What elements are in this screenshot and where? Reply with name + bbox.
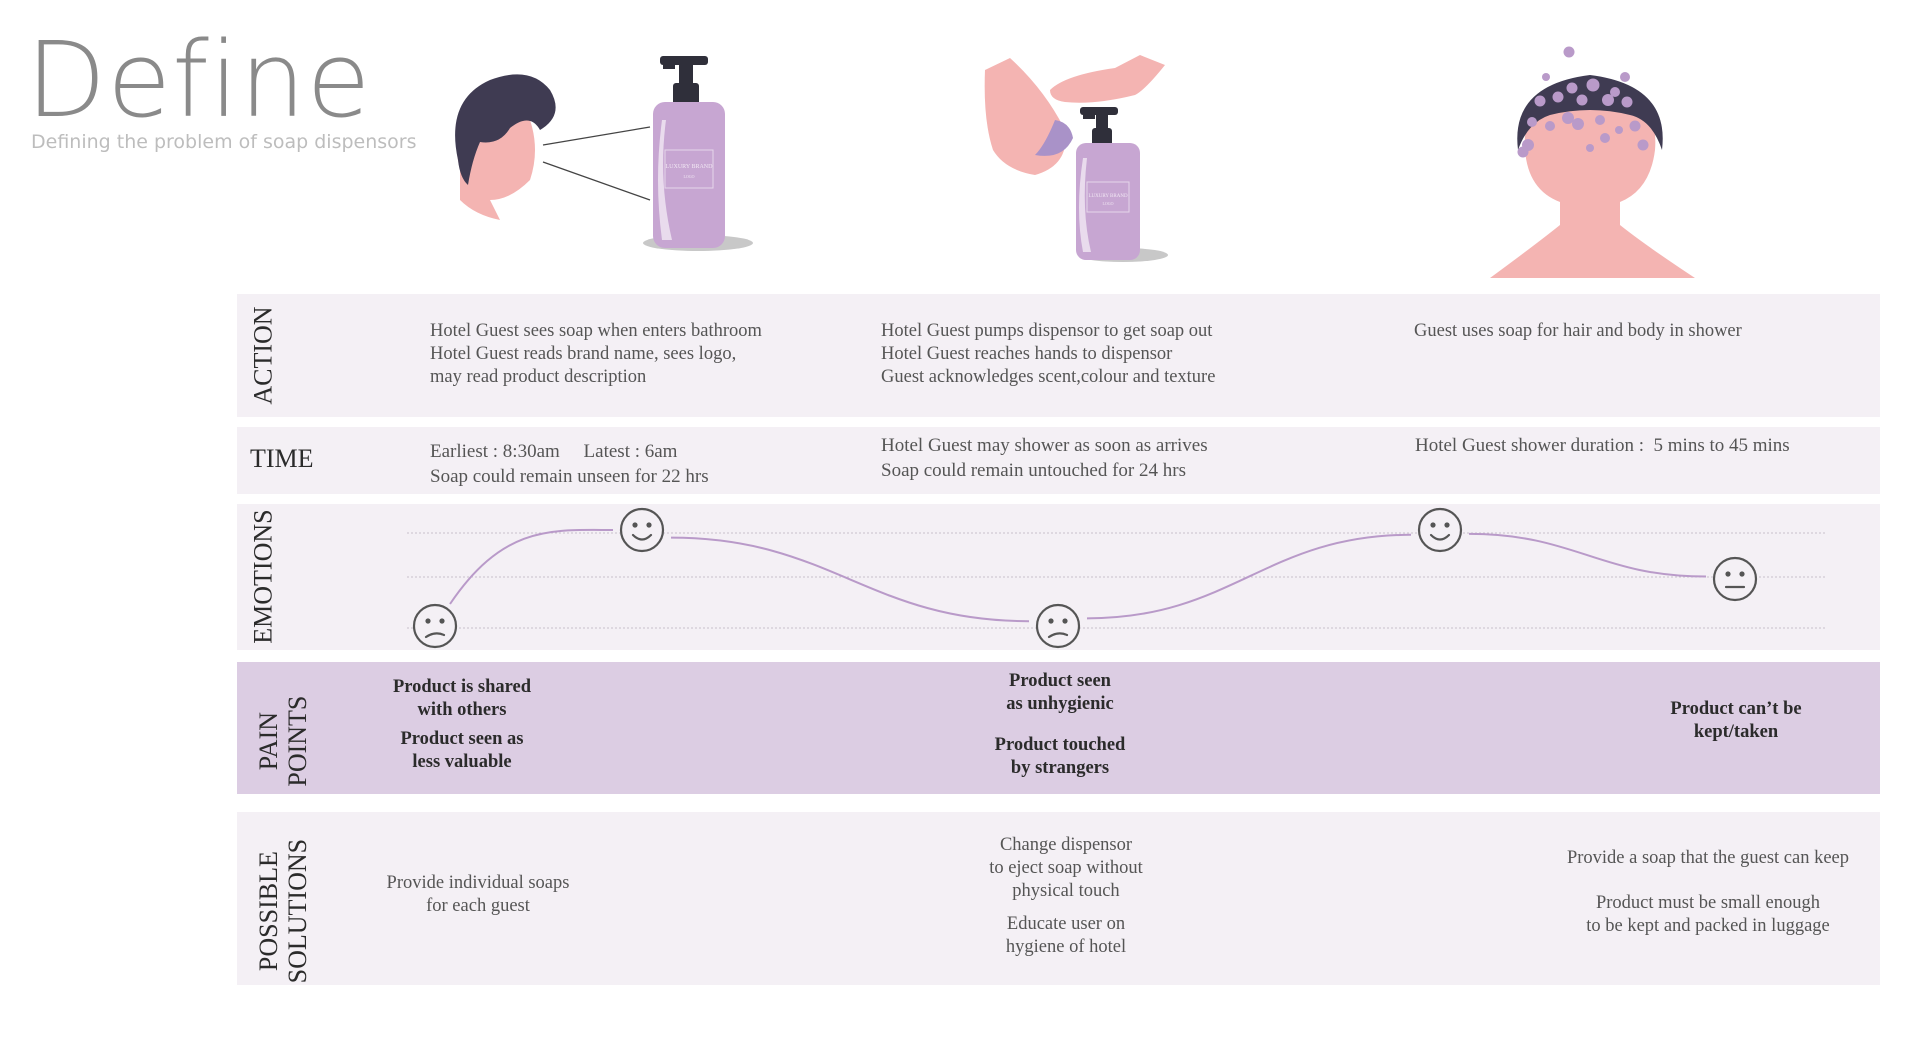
sad-face-icon (412, 603, 458, 649)
guest-pumps-dispenser-illustration: LUXURY BRAND LOGO (984, 55, 1168, 262)
time-row-label: TIME (250, 444, 314, 473)
pain-col1-b1: Product seen as (400, 729, 524, 749)
pain-col1-a2: with others (417, 700, 507, 720)
soap-bottle-icon: LUXURY BRAND LOGO (1076, 107, 1168, 262)
neutral-face-icon (1712, 556, 1758, 602)
solutions-col3-a1: Provide a soap that the guest can keep (1566, 848, 1850, 868)
action-col2-line2: Hotel Guest reaches hands to dispensor (881, 344, 1173, 364)
action-col2: Hotel Guest pumps dispensor to get soap … (881, 320, 1215, 389)
happy-face-icon (619, 507, 665, 553)
pain-col1: Product is shared with others Product se… (362, 676, 562, 774)
pain-col2-a1: Product seen (1009, 671, 1111, 691)
sad-face-icon (1035, 603, 1081, 649)
solutions-col2-a3: physical touch (1012, 881, 1120, 901)
emotion-curve-segment (449, 528, 614, 605)
time-col2-line1: Hotel Guest may shower as soon as arrive… (881, 435, 1208, 456)
action-col1-line2: Hotel Guest reads brand name, sees logo, (430, 344, 737, 364)
emotion-curve-segment (1086, 533, 1412, 620)
solutions-col2-b1: Educate user on (1006, 914, 1126, 934)
emotion-curve-segment (670, 536, 1030, 623)
action-col3-line1: Guest uses soap for hair and body in sho… (1414, 321, 1742, 341)
guest-head-icon (455, 74, 556, 220)
solutions-col2: Change dispensor to eject soap without p… (946, 834, 1186, 959)
guest-shower-illustration (1490, 46, 1695, 278)
action-row (237, 294, 1880, 417)
action-col2-line1: Hotel Guest pumps dispensor to get soap … (881, 321, 1213, 341)
svg-text:LOGO: LOGO (1102, 201, 1113, 206)
solutions-col1: Provide individual soaps for each guest (358, 872, 598, 918)
soap-foam-icon (1517, 46, 1649, 158)
action-col1: Hotel Guest sees soap when enters bathro… (430, 320, 762, 389)
happy-face-icon (1417, 507, 1463, 553)
action-col2-line3: Guest acknowledges scent,colour and text… (881, 367, 1216, 387)
guest-sees-bottle-illustration: LUXURY BRAND LOGO (455, 56, 753, 251)
soap-bottle-icon: LUXURY BRAND LOGO (643, 56, 753, 251)
solutions-col2-a1: Change dispensor (999, 835, 1133, 855)
time-col2-line2: Soap could remain untouched for 24 hrs (881, 460, 1186, 481)
time-col1-line1: Earliest : 8:30am Latest : 6am (430, 441, 678, 462)
hand-icon (984, 55, 1165, 175)
page-title: Define (26, 19, 372, 141)
page-subtitle: Defining the problem of soap dispensors (31, 131, 417, 153)
svg-text:LUXURY BRAND: LUXURY BRAND (1088, 194, 1128, 199)
time-col2: Hotel Guest may shower as soon as arrive… (881, 433, 1208, 483)
solutions-col2-b2: hygiene of hotel (1005, 937, 1127, 957)
pain-col3-a2: kept/taken (1693, 722, 1779, 742)
pain-col3-a1: Product can’t be (1670, 699, 1802, 719)
pain-label-line2: POINTS (283, 695, 312, 787)
pain-col2-b1: Product touched (994, 735, 1126, 755)
solutions-col1-line2: for each guest (426, 896, 530, 916)
solutions-col3-b1: Product must be small enough (1595, 893, 1821, 913)
emotion-curve-segment (1468, 532, 1707, 578)
svg-text:LUXURY BRAND: LUXURY BRAND (666, 164, 714, 170)
solutions-col3-b2: to be kept and packed in luggage (1586, 916, 1830, 936)
action-col3: Guest uses soap for hair and body in sho… (1414, 320, 1742, 343)
solutions-col3: Provide a soap that the guest can keep P… (1548, 847, 1868, 938)
action-col1-line1: Hotel Guest sees soap when enters bathro… (430, 321, 762, 341)
solutions-row-label: POSSIBLE SOLUTIONS (254, 821, 312, 1001)
guest-back-of-head-icon (1490, 75, 1695, 278)
time-row (237, 427, 1880, 494)
solutions-col1-line1: Provide individual soaps (386, 873, 570, 893)
solutions-label-line1: POSSIBLE (253, 851, 283, 972)
pain-col1-b2: less valuable (412, 752, 512, 772)
pain-col1-a1: Product is shared (392, 677, 532, 697)
possible-solutions-row (237, 812, 1880, 985)
emotion-journey-chart (407, 507, 1827, 649)
action-col1-line3: may read product description (430, 367, 647, 387)
action-row-label: ACTION (248, 306, 278, 405)
pain-points-row-label: PAIN POINTS (254, 671, 312, 811)
pain-label-line1: PAIN (253, 711, 283, 771)
solutions-col2-a2: to eject soap without (989, 858, 1143, 878)
time-col3: Hotel Guest shower duration : 5 mins to … (1415, 433, 1790, 458)
time-col1-line2: Soap could remain unseen for 22 hrs (430, 466, 709, 487)
pain-col2-a2: as unhygienic (1006, 694, 1114, 714)
pain-col2: Product seen as unhygienic Product touch… (960, 670, 1160, 780)
svg-text:LOGO: LOGO (683, 174, 694, 179)
time-col1: Earliest : 8:30am Latest : 6am Soap coul… (430, 439, 709, 489)
pain-col2-b2: by strangers (1010, 758, 1110, 778)
solutions-label-line2: SOLUTIONS (283, 838, 312, 984)
pain-col3: Product can’t be kept/taken (1636, 698, 1836, 744)
time-col3-line1: Hotel Guest shower duration : 5 mins to … (1415, 435, 1790, 456)
pain-points-row (237, 662, 1880, 794)
